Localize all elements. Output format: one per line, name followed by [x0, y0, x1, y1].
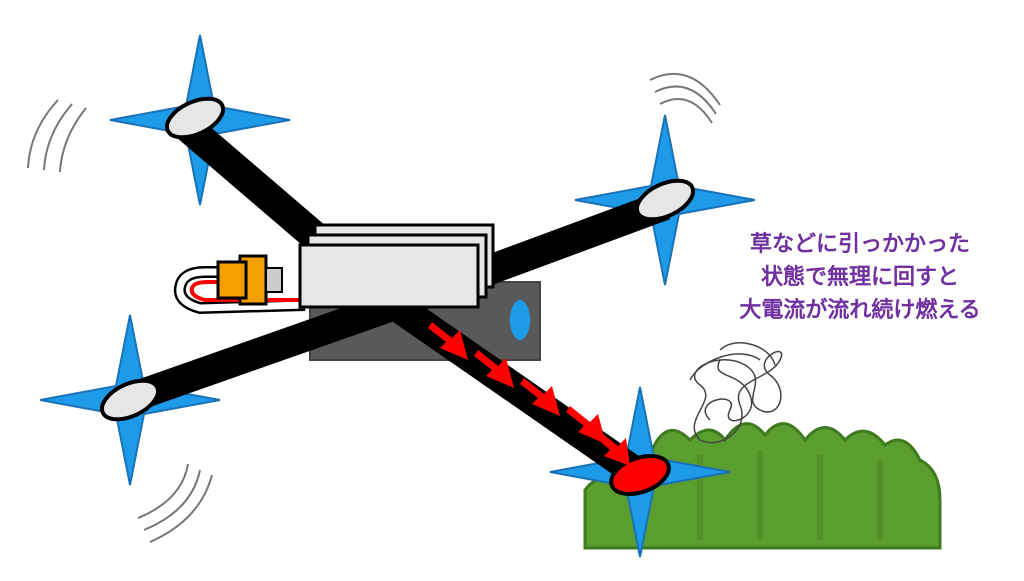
warning-caption: 草などに引っかかった 状態で無理に回すと 大電流が流れ続け燃える	[700, 228, 1020, 327]
grass-icon	[583, 422, 942, 550]
smoke-icon	[689, 342, 783, 444]
arrow-icon	[428, 322, 630, 466]
hot-motor	[609, 454, 671, 496]
battery-icon	[298, 223, 495, 309]
caption-line: 状態で無理に回すと	[760, 265, 959, 290]
battery-wire	[173, 266, 306, 315]
caption-line: 大電流が流れ続け燃える	[739, 298, 981, 323]
motor-icon	[99, 96, 696, 422]
connector-icon	[216, 254, 283, 306]
motion-lines-icon	[27, 72, 721, 543]
caption-line: 草などに引っかかった	[749, 232, 970, 257]
